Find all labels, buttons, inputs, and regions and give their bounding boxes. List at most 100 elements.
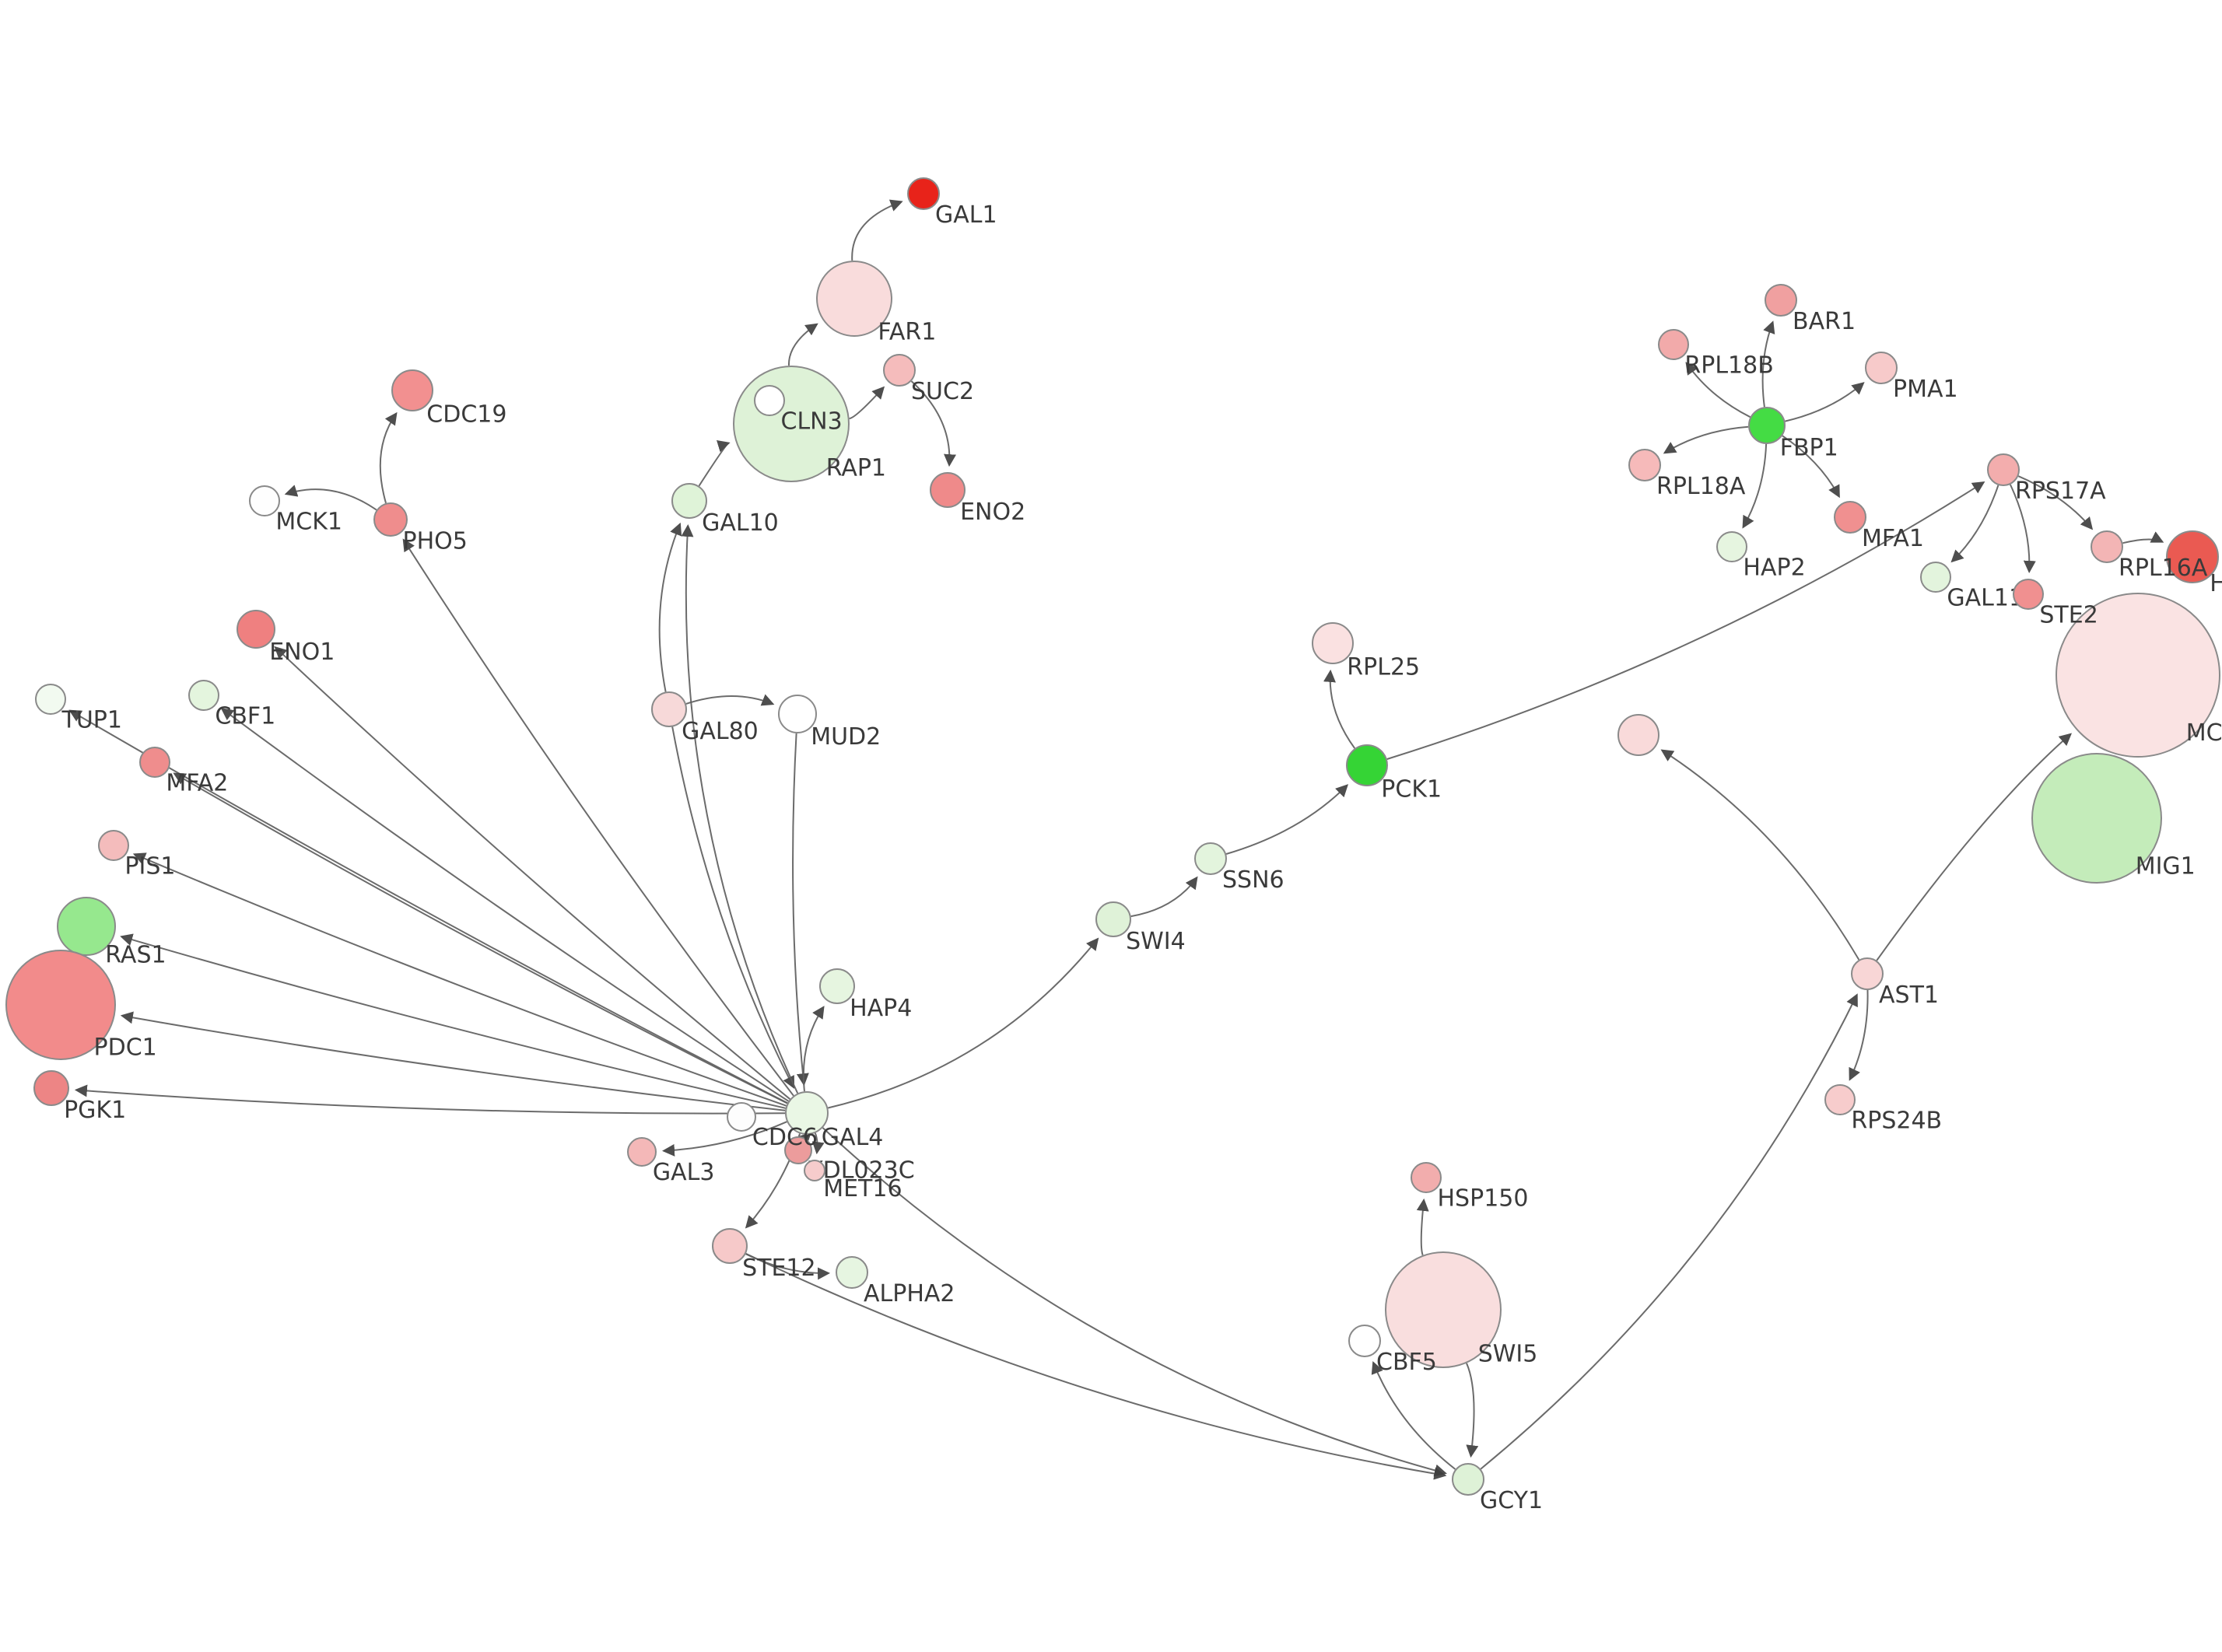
node-alpha2[interactable] xyxy=(836,1256,868,1289)
node-gal10[interactable] xyxy=(671,483,707,519)
node-cbf5[interactable] xyxy=(1348,1325,1381,1357)
node-suc2[interactable] xyxy=(883,354,916,387)
edge-gcy1-cbf5[interactable] xyxy=(1371,1361,1456,1470)
node-his4[interactable] xyxy=(2166,530,2219,583)
edge-suc2-eno2[interactable] xyxy=(910,380,957,467)
node-hsp150[interactable] xyxy=(1411,1162,1442,1193)
edge-gal4-gal10[interactable] xyxy=(681,524,799,1094)
node-ast1[interactable] xyxy=(1851,957,1884,990)
edge-rap1-far1[interactable] xyxy=(787,323,818,366)
node-pho5[interactable] xyxy=(373,502,408,537)
node-rpl25[interactable] xyxy=(1312,622,1354,664)
edge-gal4-gal3[interactable] xyxy=(662,1121,787,1157)
edge-gal4-hap4[interactable] xyxy=(802,1006,825,1092)
edge-gal4-met16[interactable] xyxy=(811,1132,825,1155)
edge-ast1-nodex[interactable] xyxy=(1660,749,1860,961)
edge-gal80-mud2[interactable] xyxy=(685,694,775,706)
edge-gal4-tup1[interactable] xyxy=(68,709,788,1104)
node-hap4[interactable] xyxy=(819,968,855,1004)
edge-gal4-gcy1[interactable] xyxy=(822,1127,1447,1477)
edge-pho5-cdc19[interactable] xyxy=(379,411,398,504)
edge-gal80-gal4[interactable] xyxy=(671,726,795,1089)
edge-rps17a-ste2[interactable] xyxy=(2009,484,2036,573)
node-rps17a[interactable] xyxy=(1987,453,2020,486)
node-eno2[interactable] xyxy=(930,472,966,508)
edge-pho5-mck1[interactable] xyxy=(284,485,377,511)
node-pis1[interactable] xyxy=(98,830,129,861)
edge-fbp1-mfa1[interactable] xyxy=(1782,435,1840,499)
edge-far1-gal1[interactable] xyxy=(851,199,903,261)
edge-gal4-mfa2[interactable] xyxy=(173,772,788,1104)
node-cbf1[interactable] xyxy=(188,680,219,711)
edge-rpl16a-his4[interactable] xyxy=(2122,531,2164,544)
edge-gal4-ras1[interactable] xyxy=(120,933,786,1109)
edge-fbp1-bar1[interactable] xyxy=(1761,320,1775,408)
edge-swi4-ssn6[interactable] xyxy=(1130,876,1198,918)
node-ste12[interactable] xyxy=(712,1228,748,1264)
edge-gal10-rap1[interactable] xyxy=(698,440,731,487)
edge-pck1-rps17a[interactable] xyxy=(1386,481,1985,760)
node-rpl18b[interactable] xyxy=(1658,329,1689,360)
node-rps24b[interactable] xyxy=(1824,1084,1856,1115)
edge-gal4-pgk1[interactable] xyxy=(74,1084,786,1115)
edge-fbp1-rpl18a[interactable] xyxy=(1663,425,1749,454)
node-unlabeled[interactable] xyxy=(1617,714,1659,756)
node-cdc6[interactable] xyxy=(727,1102,756,1132)
node-ste2[interactable] xyxy=(2013,579,2044,610)
node-cdc19[interactable] xyxy=(391,369,433,411)
edge-mud2-gal4[interactable] xyxy=(792,733,809,1087)
node-mfa2[interactable] xyxy=(139,747,170,778)
node-eno1[interactable] xyxy=(237,610,275,649)
edge-pck1-rpl25[interactable] xyxy=(1323,669,1356,749)
node-swi5[interactable] xyxy=(1385,1251,1502,1368)
edge-fbp1-hap2[interactable] xyxy=(1742,443,1768,529)
node-gcy1[interactable] xyxy=(1452,1463,1484,1496)
edge-fbp1-rpl18b[interactable] xyxy=(1685,362,1751,418)
edge-fbp1-pma1[interactable] xyxy=(1785,382,1865,422)
node-gal11[interactable] xyxy=(1920,562,1951,593)
node-mud2[interactable] xyxy=(778,695,817,733)
node-mfa1[interactable] xyxy=(1834,501,1866,534)
node-fbp1[interactable] xyxy=(1748,407,1786,444)
node-rpl16a[interactable] xyxy=(2091,530,2123,563)
node-pdc1[interactable] xyxy=(5,950,116,1060)
edge-rap1-suc2[interactable] xyxy=(849,386,885,420)
node-mcm1[interactable] xyxy=(2056,593,2220,758)
edge-gcy1-ast1[interactable] xyxy=(1480,993,1858,1470)
node-hap2[interactable] xyxy=(1716,531,1747,562)
node-mig1[interactable] xyxy=(2031,753,2162,884)
edge-ast1-mcm1[interactable] xyxy=(1876,733,2073,961)
node-rpl18a[interactable] xyxy=(1628,449,1661,481)
edge-rps17a-gal11[interactable] xyxy=(1950,485,1999,563)
node-pma1[interactable] xyxy=(1865,352,1898,384)
node-gal1[interactable] xyxy=(907,177,940,210)
edge-ast1-rps24b[interactable] xyxy=(1849,989,1869,1081)
node-mck1[interactable] xyxy=(249,485,280,516)
edge-gal4-swi4[interactable] xyxy=(827,937,1099,1109)
edge-rps17a-rpl16a[interactable] xyxy=(2017,475,2094,530)
node-gal3[interactable] xyxy=(627,1137,657,1167)
node-pgk1[interactable] xyxy=(33,1070,69,1106)
edge-ssn6-pck1[interactable] xyxy=(1225,784,1349,855)
node-far1[interactable] xyxy=(816,261,892,337)
node-ras1[interactable] xyxy=(57,897,116,956)
edge-gal4-eno1[interactable] xyxy=(274,646,791,1100)
edge-gal4-pis1[interactable] xyxy=(132,852,787,1107)
node-tup1[interactable] xyxy=(35,684,66,715)
node-gal4[interactable] xyxy=(785,1091,829,1135)
edge-ste12-gcy1[interactable] xyxy=(745,1252,1447,1480)
edge-swi5-hsp150[interactable] xyxy=(1416,1198,1429,1256)
node-ssn6[interactable] xyxy=(1194,842,1227,875)
node-met16[interactable] xyxy=(804,1160,825,1181)
node-ydl023c[interactable] xyxy=(784,1136,812,1164)
node-bar1[interactable] xyxy=(1765,284,1797,317)
edge-gal4-pdc1[interactable] xyxy=(120,1011,786,1111)
edge-gal4-cbf1[interactable] xyxy=(220,708,790,1102)
edge-swi5-gcy1[interactable] xyxy=(1466,1363,1479,1458)
node-cln3[interactable] xyxy=(754,385,785,416)
node-pck1[interactable] xyxy=(1346,744,1388,786)
node-swi4[interactable] xyxy=(1095,901,1131,937)
node-gal80[interactable] xyxy=(651,691,687,727)
